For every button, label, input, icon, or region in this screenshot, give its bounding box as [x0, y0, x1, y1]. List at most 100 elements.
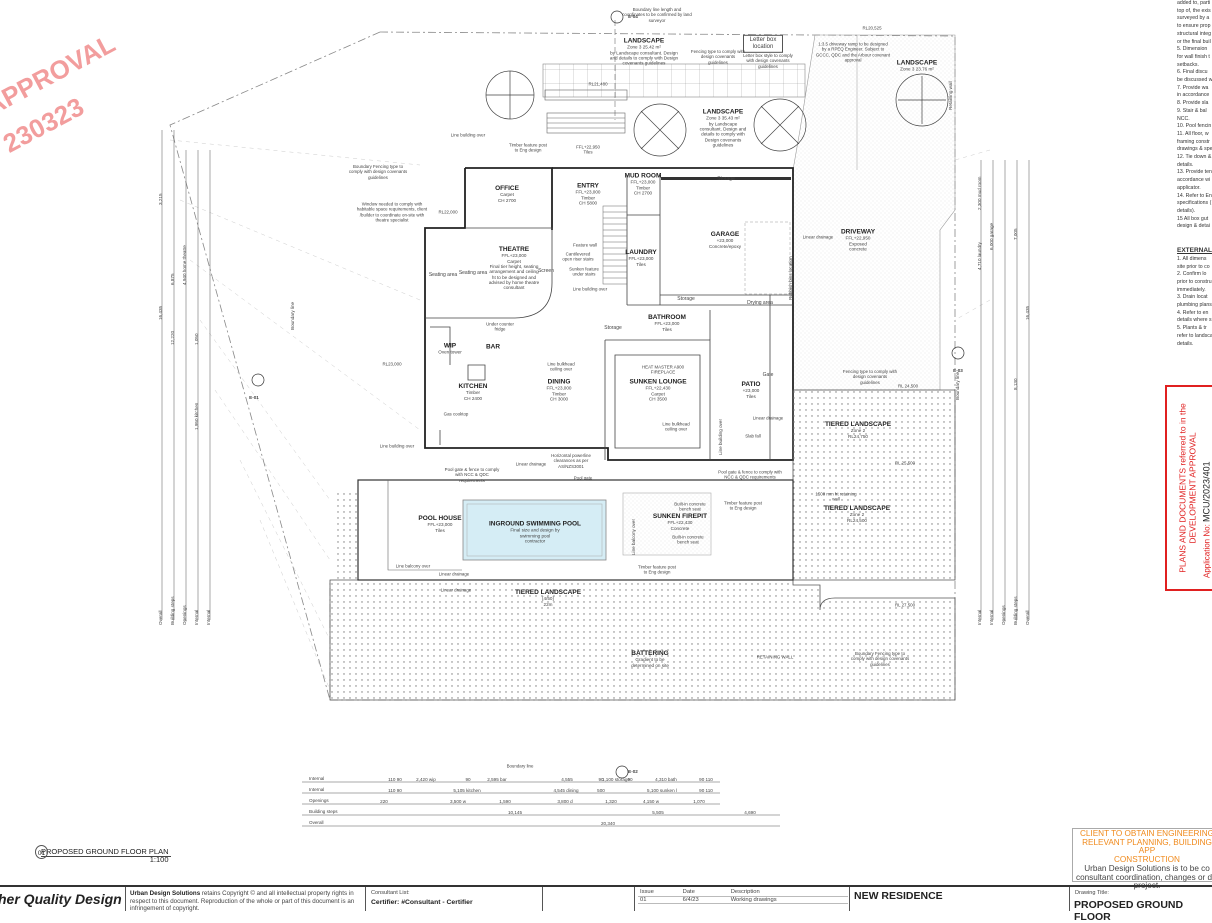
annotation: Line balcony over [395, 563, 431, 569]
room-name: THEATRE [498, 245, 530, 253]
elevation-marker-icons [251, 10, 965, 779]
annotation: Line building over [379, 443, 415, 449]
dimension-lines [302, 781, 780, 827]
dimension-row-label: Internal [309, 787, 325, 792]
room-name: TIERED LANDSCAPE [824, 420, 892, 428]
annotation: 1:3.5 driveway ramp to be designed by a … [815, 41, 891, 63]
annotation: RL 27,500 [894, 602, 916, 608]
note-line: top of, the exis [1177, 7, 1211, 14]
external-notes-heading: EXTERNAL [1177, 247, 1212, 255]
note-line: specifications ( [1177, 200, 1212, 207]
room-name: LANDSCAPE [896, 59, 938, 67]
room-detail: FFL+23,000 [654, 321, 680, 327]
dimension-value: 220 [380, 799, 388, 804]
right-dimension: Overall [1025, 610, 1030, 625]
dimension-value: 5,100 sunken l [647, 788, 677, 793]
note-line: 11. All floor, w [1177, 130, 1209, 137]
note-line: surveyed by a [1177, 15, 1210, 22]
room-detail: CH 3500 [648, 396, 668, 402]
note-line: framing constr [1177, 138, 1210, 145]
minor-label: Gate [762, 372, 774, 379]
room-name: WIP [443, 342, 457, 350]
garage-door-zone [744, 221, 791, 295]
dimension-value: 4,555 [561, 777, 573, 782]
room-detail: Tiles [636, 261, 646, 267]
room-detail: Gradient to be [635, 657, 665, 663]
right-dimension: Internal [977, 609, 982, 625]
annotation: Timber feature post to Eng design [509, 142, 547, 153]
minor-label: Storage [604, 325, 622, 332]
room-detail: Carpet [651, 391, 665, 397]
left-dimension: Building steps [170, 596, 175, 625]
plan-scale: 1:100 [149, 855, 169, 864]
company-logo: her Quality Design [0, 891, 122, 907]
room-name: LANDSCAPE [702, 108, 744, 116]
note-line: 7. Provide wa [1177, 84, 1209, 91]
dimension-value: 2,595 bar [487, 777, 507, 782]
room-detail: Final tier height, seating [489, 263, 539, 269]
notice-line5: consultant coordination, changes or dis [1075, 872, 1212, 882]
annotation: RL22,000 [438, 209, 458, 215]
room-detail: Timber [635, 185, 651, 191]
annotation: Timber feature post to Eng design [724, 500, 762, 511]
external-note-line: site prior to co [1177, 263, 1210, 270]
annotation: Sunken feature under stairs [569, 266, 599, 277]
dimension-row-label: Overall [309, 820, 324, 825]
room-detail: Oven tower [438, 350, 462, 356]
annotation: Linear drainage [515, 461, 547, 467]
annotation: Letter box style to comply with design c… [743, 53, 793, 69]
minor-label: Seating area [458, 270, 488, 277]
annotation: Boundary line length and coordinates to … [622, 7, 692, 23]
room-detail: by Landscape consultant. Design [610, 50, 678, 56]
annotation: Boundary Fencing type to comply with des… [348, 164, 408, 180]
external-note-line: immediately. [1177, 286, 1206, 293]
room-name: GARAGE [710, 230, 740, 238]
external-note-line: 5. Plants & tr [1177, 325, 1207, 332]
issue-date: 6/4/23 [680, 896, 729, 905]
room-name: TIERED LANDSCAPE [514, 588, 582, 596]
room-detail: RL24,750 [848, 433, 868, 439]
issue-header: Issue [638, 889, 681, 897]
dimension-value: 500 [597, 788, 605, 793]
left-dimension: 4,940 home theatre [182, 245, 187, 285]
annotation: RL 24,500 [897, 383, 919, 389]
room-detail: Tiles [746, 393, 756, 399]
room-detail: arrangement and ceiling [489, 269, 539, 275]
room-detail: contractor [524, 538, 546, 544]
room-detail: Exposed [849, 241, 867, 247]
house-walls [424, 167, 794, 461]
issue-number: 01 [638, 896, 681, 905]
left-dimension: Internal [194, 609, 199, 625]
rotated-label: Boundary line [955, 371, 960, 400]
notice-line4: Urban Design Solutions is to be co [1084, 863, 1210, 873]
dimension-row-label: Openings [309, 798, 329, 803]
room-detail: Final size and design by [510, 527, 560, 533]
dimension-value: 1,320 [605, 799, 617, 804]
room-name: DINING [547, 378, 571, 386]
room-detail: by Landscape [708, 121, 738, 127]
note-line: 12. Tie down & [1177, 154, 1212, 161]
left-dimension: 1,950 kitchen [194, 402, 199, 430]
right-dimension: Building steps [1013, 596, 1018, 625]
dimension-value: 110 90 [388, 777, 402, 782]
external-note-line: 1. All dimens [1177, 255, 1207, 262]
external-note-line: 4. Refer to en [1177, 309, 1209, 316]
room-name: SUNKEN LOUNGE [629, 378, 687, 386]
room-detail: Zone 2 [850, 428, 866, 434]
dimension-value: 4,690 [744, 810, 756, 815]
annotation: Linear drainage [752, 415, 784, 421]
annotation: Linear drainage [802, 234, 834, 240]
room-detail: concrete [849, 246, 867, 252]
room-detail: FFL+22,430 [645, 385, 671, 391]
room-detail: Concrete/epoxy [708, 243, 742, 249]
